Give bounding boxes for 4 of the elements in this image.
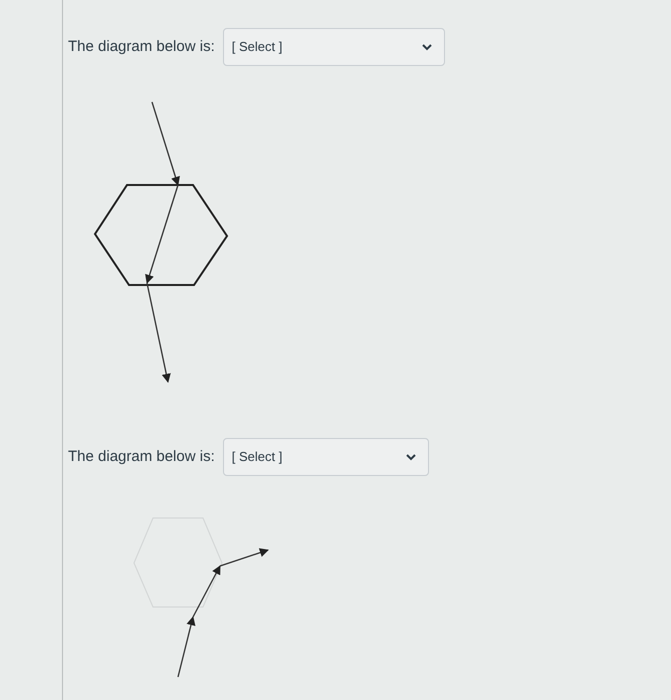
select-dropdown: [ Select ] [222,28,445,66]
question-text: The diagram below is: [68,446,215,467]
select-dropdown: [ Select ] [222,438,429,476]
question-text: The diagram below is: [68,36,215,57]
